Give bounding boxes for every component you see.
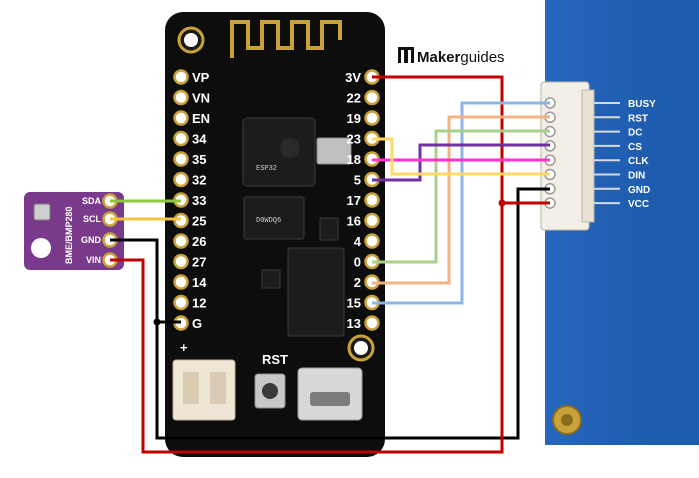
board-pin-right-16: 16	[347, 212, 380, 229]
board-pin-left-32: 32	[173, 171, 206, 188]
wire-vin	[110, 75, 504, 454]
epaper-pin-label: GND	[628, 185, 650, 196]
antenna-trace	[230, 20, 342, 58]
board-pin-label: 12	[192, 296, 206, 311]
board-pin-left-12: 12	[173, 294, 206, 311]
sensor-pin-label: SDA	[82, 196, 102, 206]
board-pin-label: 34	[192, 132, 207, 147]
epaper-pin-label: CLK	[628, 156, 649, 167]
board-pin-label: 27	[192, 255, 206, 270]
wires	[110, 75, 550, 454]
board-pin-left-27: 27	[173, 253, 206, 270]
board-pin-label: 19	[347, 111, 361, 126]
board-pin-label: EN	[192, 111, 210, 126]
sensor-mount-hole	[31, 238, 51, 258]
esp32-chip	[242, 117, 316, 187]
board-pin-right-19: 19	[347, 110, 380, 126]
board-pin-right-17: 17	[347, 192, 380, 208]
board-pin-label: 18	[347, 152, 361, 167]
board-pin-left-34: 34	[173, 130, 207, 147]
board-pin-label: G	[192, 316, 202, 331]
wire-rst	[372, 115, 550, 285]
board-pin-label: 0	[354, 255, 361, 270]
board-pin-label: 14	[192, 275, 207, 290]
board-pin-left-26: 26	[173, 233, 206, 249]
flash-chip	[243, 196, 305, 240]
makerguides-logo-icon	[398, 47, 414, 63]
board-pin-label: 4	[354, 234, 362, 249]
epaper-pin-label: CS	[628, 142, 642, 153]
board-pin-label: 15	[347, 296, 361, 311]
sensor-chip	[33, 203, 51, 221]
battery-plus-label: +	[180, 340, 188, 355]
board-pin-label: 22	[347, 91, 361, 106]
sensor-pin-label: GND	[81, 235, 102, 245]
crystal	[316, 137, 352, 165]
board-pin-left-vp: VP	[173, 69, 210, 85]
epaper-pin-label: DC	[628, 128, 642, 139]
chip-label: ESP32	[256, 165, 277, 173]
board-pin-label: 35	[192, 152, 206, 167]
epaper-pin-label: DIN	[628, 171, 645, 182]
board-pin-right-22: 22	[347, 89, 380, 106]
board-pin-left-en: EN	[173, 110, 210, 126]
epaper-pin-label: BUSY	[628, 99, 656, 110]
board-pin-label: 16	[347, 214, 361, 229]
board-pin-left-35: 35	[173, 151, 206, 167]
epaper-module	[540, 0, 699, 445]
makerguides-brand: Makerguides	[398, 47, 505, 66]
board-pin-label: 25	[192, 214, 206, 229]
wire-gnd	[110, 187, 550, 440]
esp32-board: ESP32 D0WDQ6 + RST	[165, 12, 385, 457]
sensor-pin-label: SCL	[83, 214, 102, 224]
board-pin-right-13: 13	[347, 315, 380, 331]
board-pin-left-14: 14	[173, 274, 207, 290]
board-pin-left-vn: VN	[173, 89, 210, 106]
board-pin-label: VN	[192, 91, 210, 106]
board-pin-label: 32	[192, 173, 206, 188]
wire-din	[372, 137, 550, 176]
board-pin-label: 17	[347, 193, 361, 208]
board-pin-label: 13	[347, 316, 361, 331]
wire-dc	[372, 129, 550, 264]
bme280-sensor: BME/BMP280	[24, 192, 124, 270]
epaper-pins: BUSY RST DC CS CLK DIN GND VCC	[544, 97, 656, 210]
sensor-name: BME/BMP280	[64, 206, 74, 264]
wire-cs	[372, 143, 550, 182]
epaper-pin-label: RST	[628, 113, 648, 124]
wire-busy	[372, 101, 550, 305]
board-pin-label: 2	[354, 275, 361, 290]
board-pin-label: 26	[192, 234, 206, 249]
board-pin-label: 33	[192, 193, 206, 208]
board-pin-label: 23	[347, 132, 361, 147]
rst-label: RST	[262, 352, 288, 367]
usb-serial-chip	[287, 247, 345, 337]
board-pin-label: VP	[192, 70, 210, 85]
epaper-pin-label: VCC	[628, 199, 649, 210]
board-pin-right-18: 18	[347, 151, 380, 167]
board-pin-right-4: 4	[354, 233, 380, 249]
flash-label: D0WDQ6	[256, 217, 281, 225]
sensor-pin-label: VIN	[86, 255, 101, 265]
brand-text: Makerguides	[417, 49, 505, 66]
board-pin-label: 3V	[345, 70, 361, 85]
board-pin-label: 5	[354, 173, 361, 188]
